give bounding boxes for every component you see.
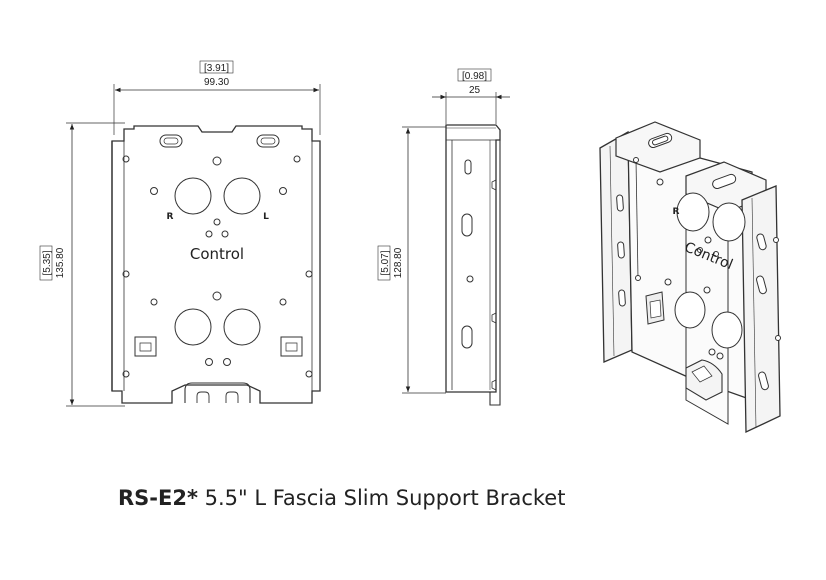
front-control-label: Control xyxy=(190,245,244,263)
height-dimension-inches: [5.35] xyxy=(42,250,53,275)
front-l-label: L xyxy=(263,212,269,222)
iso-view xyxy=(599,121,781,434)
iso-left-flange xyxy=(599,130,633,363)
iso-r-label: R xyxy=(673,207,680,217)
side-height-dimension-inches: [5.07] xyxy=(380,250,391,275)
caption-description: 5.5" L Fascia Slim Support Bracket xyxy=(197,486,566,510)
side-view xyxy=(377,68,510,406)
height-dimension-mm: 135.80 xyxy=(55,247,66,278)
caption-model: RS-E2* xyxy=(118,486,198,510)
iso-right-flange xyxy=(741,185,781,434)
side-height-dimension-mm: 128.80 xyxy=(393,247,404,278)
width-dimension-inches: [3.91] xyxy=(204,63,229,74)
width-dimension-mm: 99.30 xyxy=(204,77,229,88)
front-outline xyxy=(111,125,321,404)
front-view xyxy=(39,60,321,407)
side-view-labels: [0.98] 25 [5.07] 128.80 xyxy=(380,71,487,278)
front-view-labels: [3.91] 99.30 [5.35] 135.80 Control R L xyxy=(42,63,269,278)
figure-caption: RS-E2* 5.5" L Fascia Slim Support Bracke… xyxy=(118,486,565,510)
depth-dimension-mm: 25 xyxy=(469,85,481,96)
side-outline xyxy=(445,124,501,393)
depth-dimension-inches: [0.98] xyxy=(462,71,487,82)
front-r-label: R xyxy=(167,212,174,222)
